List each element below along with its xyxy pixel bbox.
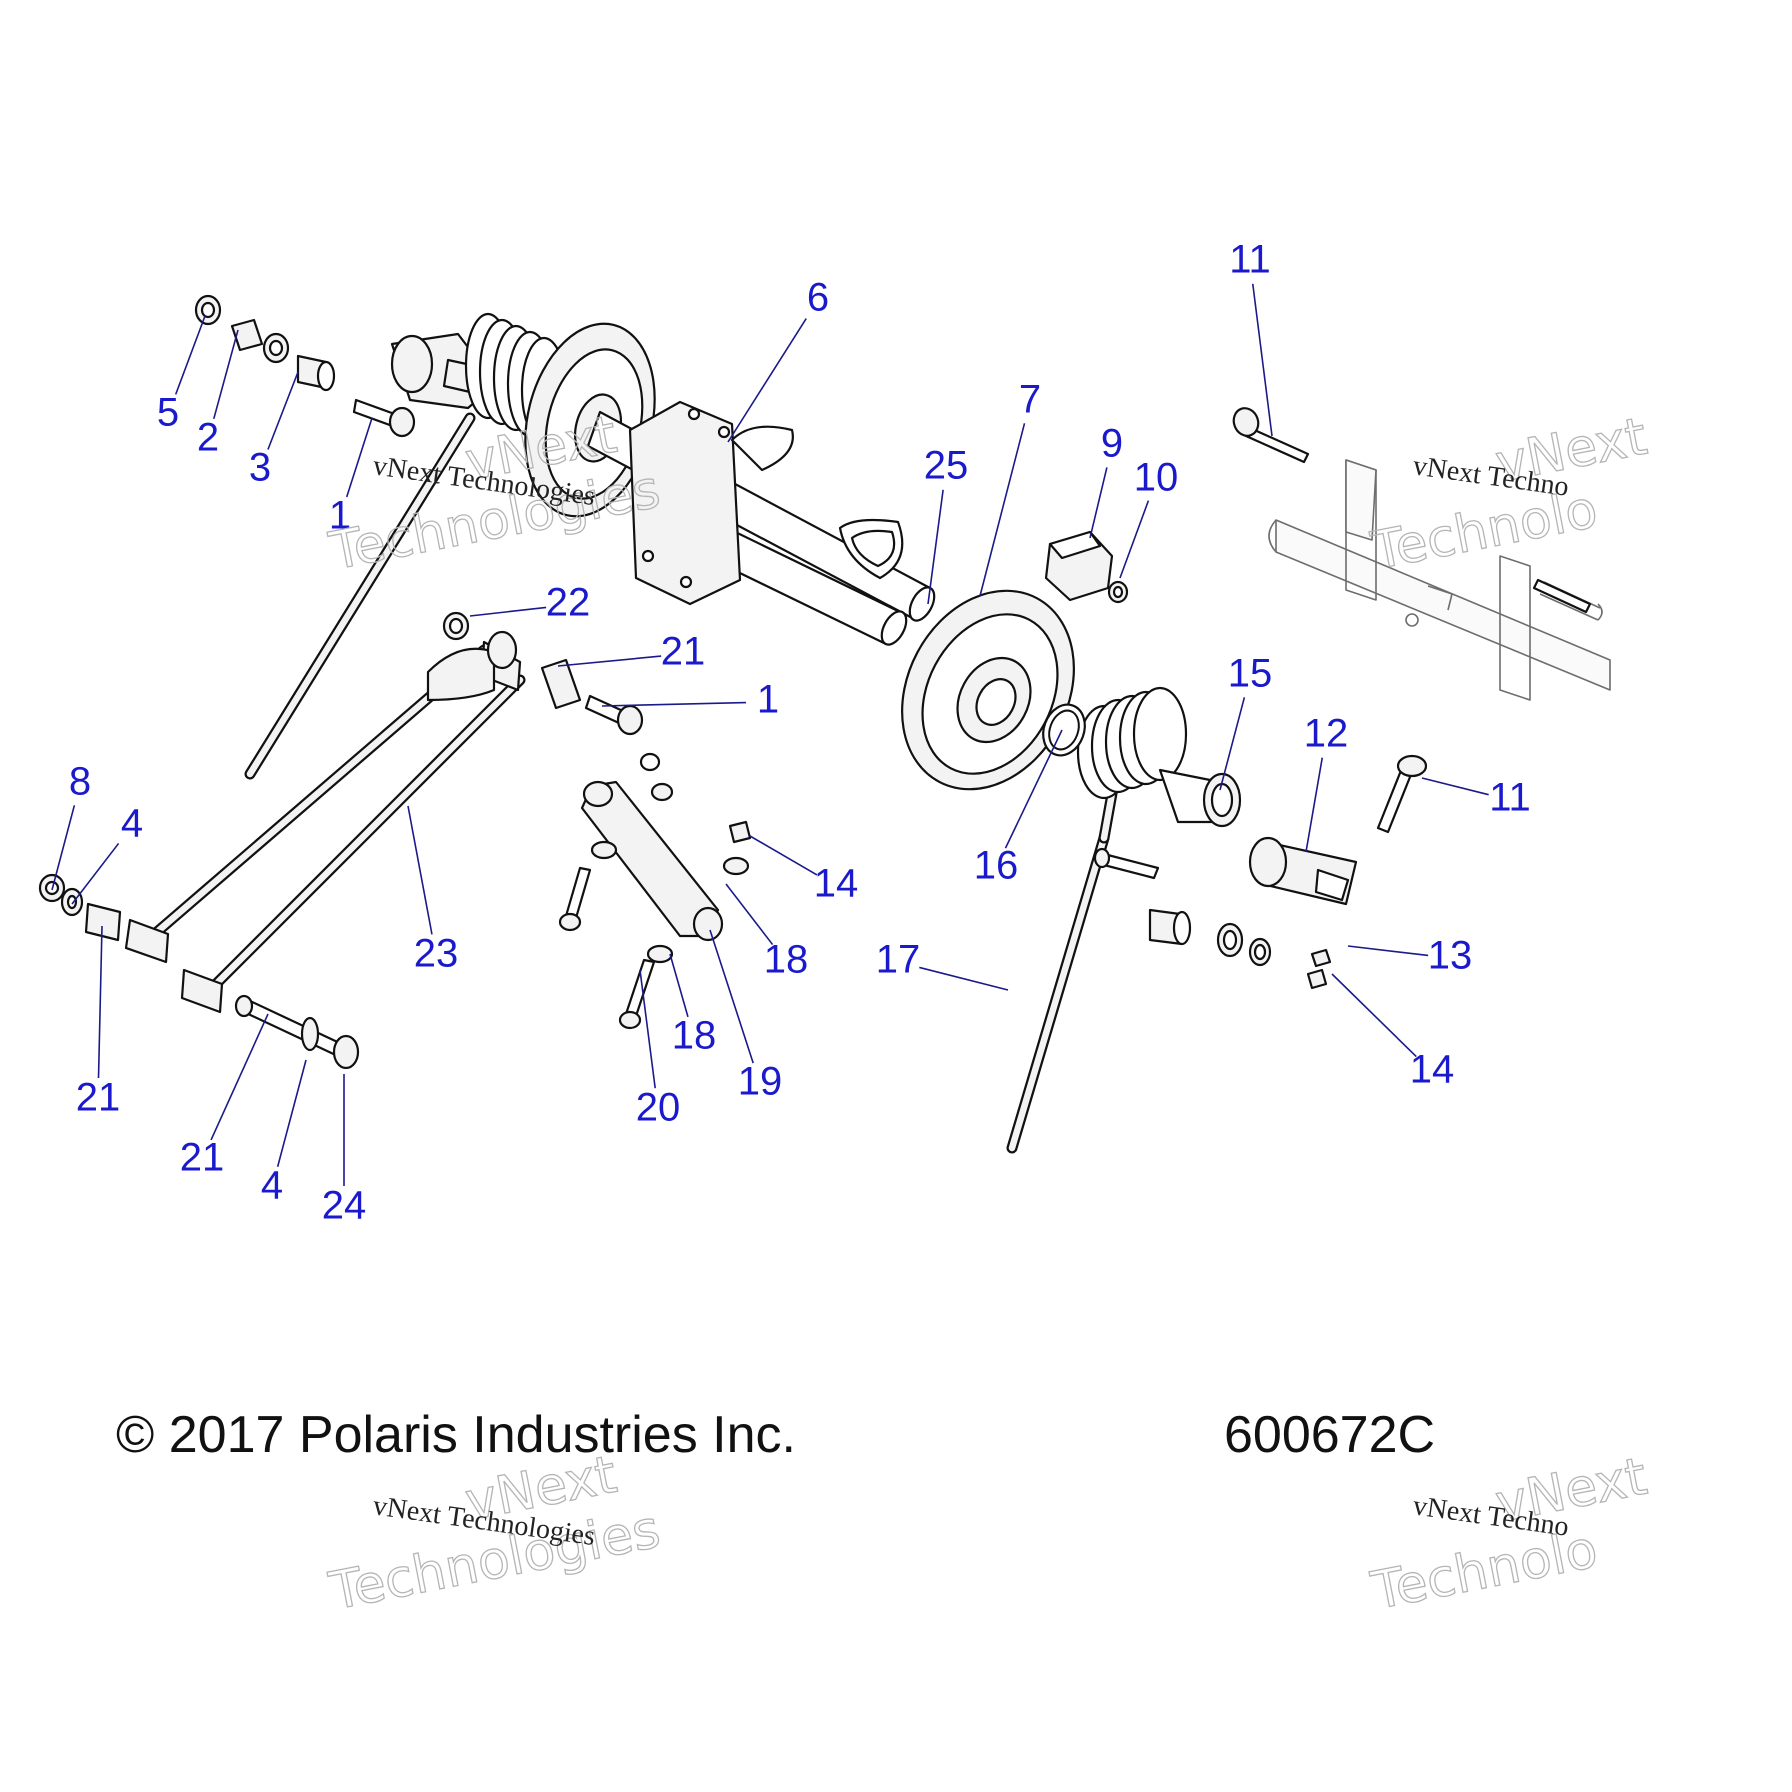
reference-assembly	[1268, 459, 1611, 701]
leader-line-2	[213, 329, 239, 419]
callout-label-4: 4	[261, 1164, 283, 1208]
callout-label-4: 4	[121, 802, 143, 846]
callout-label-21: 21	[180, 1136, 225, 1180]
copyright-notice: © 2017 Polaris Industries Inc.	[116, 1406, 796, 1464]
callout-label-8: 8	[69, 760, 91, 804]
diagram-code: 600672C	[1224, 1406, 1435, 1464]
callout-label-17: 17	[876, 938, 921, 982]
leader-line-14	[1331, 973, 1417, 1058]
callout-label-24: 24	[322, 1184, 367, 1228]
leader-line-14	[749, 835, 818, 876]
leader-line-11	[1251, 283, 1273, 437]
callout-label-2: 2	[197, 416, 219, 460]
callout-label-22: 22	[546, 581, 591, 625]
callout-label-14: 14	[814, 862, 859, 906]
leader-line-1	[345, 417, 373, 498]
leader-line-7	[979, 423, 1026, 597]
callout-label-7: 7	[1019, 378, 1041, 422]
callout-label-18: 18	[764, 938, 809, 982]
callout-label-11: 11	[1489, 776, 1531, 820]
leader-line-15	[1219, 697, 1246, 791]
leader-line-5	[174, 315, 206, 395]
leader-line-22	[469, 606, 547, 617]
leader-line-1	[601, 701, 747, 707]
leader-line-21	[557, 655, 662, 667]
idler-wheel	[901, 589, 1075, 791]
callout-label-1: 1	[757, 678, 779, 722]
leader-line-4	[71, 842, 120, 905]
callout-label-9: 9	[1101, 422, 1123, 466]
pivot-arm	[1248, 836, 1358, 906]
leader-line-8	[51, 805, 76, 891]
callout-label-12: 12	[1304, 712, 1349, 756]
callout-label-23: 23	[414, 932, 459, 976]
leader-line-13	[1347, 945, 1429, 957]
leader-line-25	[927, 489, 944, 605]
leader-line-23	[407, 805, 433, 935]
leader-line-10	[1119, 500, 1150, 579]
callout-label-21: 21	[661, 630, 706, 674]
callout-leaders	[51, 283, 1489, 1186]
callout-label-19: 19	[738, 1060, 783, 1104]
callout-label-15: 15	[1228, 652, 1273, 696]
callout-label-6: 6	[807, 276, 829, 320]
callout-label-5: 5	[157, 391, 179, 435]
rear-arm-frame	[124, 630, 526, 1014]
left-hardware	[194, 294, 416, 438]
leader-line-3	[267, 371, 299, 450]
o-ring	[1042, 703, 1086, 757]
callout-label-25: 25	[924, 444, 969, 488]
leader-line-21	[210, 1013, 269, 1141]
bolt-top	[1232, 407, 1310, 464]
leader-line-17	[919, 966, 1009, 991]
callout-label-16: 16	[974, 844, 1019, 888]
callout-label-21: 21	[76, 1076, 121, 1120]
leader-line-16	[1004, 729, 1063, 849]
bolt-right	[1376, 754, 1428, 834]
leader-line-4	[276, 1059, 307, 1167]
right-spring-assembly	[1006, 686, 1242, 1154]
leader-line-6	[727, 318, 807, 443]
callout-label-13: 13	[1428, 934, 1473, 978]
leader-line-19	[709, 929, 754, 1064]
callout-label-11: 11	[1229, 238, 1271, 282]
spacers-right	[1148, 908, 1332, 990]
callout-label-18: 18	[672, 1014, 717, 1058]
callout-label-3: 3	[249, 446, 271, 490]
callout-label-20: 20	[636, 1086, 681, 1130]
leader-line-20	[639, 969, 656, 1089]
axle-assembly	[244, 312, 936, 780]
leader-line-18	[669, 953, 689, 1018]
pivot-bolt	[234, 994, 360, 1070]
link-plate	[558, 752, 752, 1030]
callout-label-14: 14	[1410, 1048, 1455, 1092]
leader-line-9	[1089, 467, 1108, 539]
leader-line-18	[725, 883, 774, 946]
callout-label-10: 10	[1134, 456, 1179, 500]
center-hardware	[442, 611, 644, 736]
leader-line-11	[1421, 777, 1489, 796]
left-lower-hardware	[38, 873, 122, 942]
leader-line-12	[1305, 757, 1324, 853]
callout-label-1: 1	[329, 494, 351, 538]
bolt-ref	[1532, 578, 1592, 614]
leader-line-21	[97, 925, 103, 1079]
